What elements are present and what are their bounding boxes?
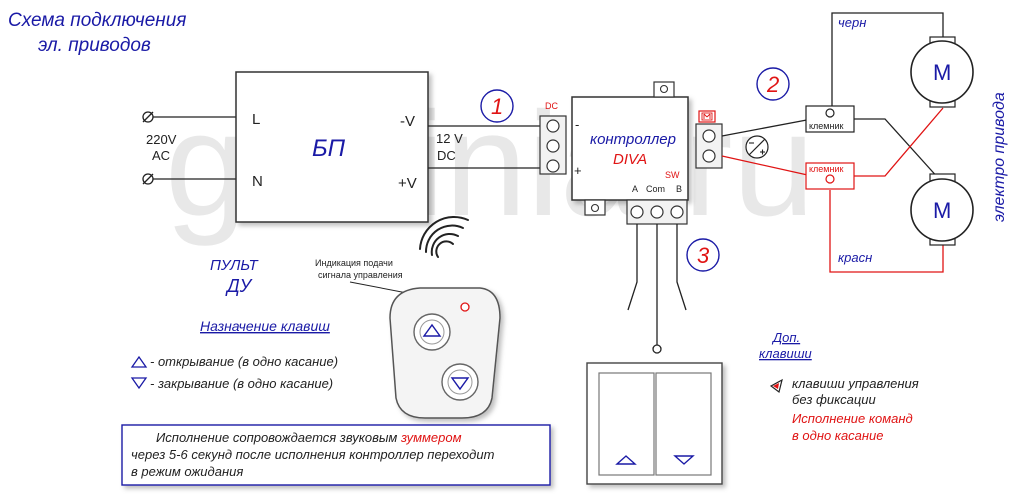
red-wire-label: красн bbox=[838, 250, 872, 265]
controller-plus: + bbox=[574, 163, 582, 178]
actuators-label: электро привода bbox=[991, 92, 1008, 222]
marker-2: 2 bbox=[756, 67, 790, 101]
marker-1: 1 bbox=[480, 89, 514, 123]
note-line3: в режим ожидания bbox=[131, 464, 243, 479]
extra-keys: Доп. клавиши клавиши управления без фикс… bbox=[759, 330, 919, 443]
remote-up-button bbox=[413, 313, 451, 351]
legend-up-icon bbox=[130, 355, 148, 368]
pin-com: Com bbox=[646, 184, 665, 194]
indicator-label-1: Индикация подачи bbox=[315, 258, 393, 268]
extra-keys-heading-1: Доп. bbox=[771, 330, 800, 345]
psu-l-label: L bbox=[252, 111, 260, 128]
wall-switch bbox=[586, 362, 723, 485]
mains-voltage: 220V bbox=[146, 132, 177, 147]
extra-keys-red-2: в одно касание bbox=[792, 428, 884, 443]
motor-icon bbox=[698, 110, 716, 123]
indicator-label-2: сигнала управления bbox=[318, 270, 403, 280]
sw-tag: SW bbox=[665, 170, 680, 180]
psu-box bbox=[235, 71, 429, 223]
extra-keys-desc-2: без фиксации bbox=[792, 392, 876, 407]
svg-text:2: 2 bbox=[766, 72, 779, 97]
remote-control: ПУЛЬТ ДУ Индикация подачи сигнала управл… bbox=[130, 215, 501, 419]
controller-box bbox=[571, 96, 689, 201]
marker-3: 3 bbox=[686, 238, 720, 272]
remote-down-button bbox=[441, 363, 479, 401]
legend-close: - закрывание (в одно касание) bbox=[150, 376, 333, 391]
remote-title-2: ДУ bbox=[225, 276, 253, 296]
dc-tag: DC bbox=[545, 101, 558, 111]
remote-title-1: ПУЛЬТ bbox=[210, 257, 260, 274]
controller-minus: - bbox=[575, 117, 579, 132]
svg-text:M: M bbox=[933, 60, 951, 85]
switch-key-up bbox=[598, 372, 655, 476]
title-line2: эл. приводов bbox=[38, 35, 151, 56]
controller: DC - + контроллер DIVA SW A Com B bbox=[539, 81, 723, 225]
legend-open: - открывание (в одно касание) bbox=[150, 354, 338, 369]
switch-key-down bbox=[655, 372, 712, 476]
switch-junction bbox=[652, 344, 662, 354]
up-triangle-icon bbox=[422, 323, 442, 337]
psu-plus-label: +V bbox=[398, 175, 417, 192]
pin-a: A bbox=[632, 184, 638, 194]
psu-name: БП bbox=[312, 135, 346, 162]
motor-2: M bbox=[910, 173, 974, 246]
info-note: Исполнение сопровождается звуковым зумме… bbox=[121, 424, 551, 486]
controller-label: контроллер bbox=[590, 131, 676, 148]
indicator-led bbox=[460, 302, 470, 312]
title-line1: Схема подключения bbox=[8, 10, 186, 31]
signal-waves-icon bbox=[419, 215, 469, 258]
psu-n-label: N bbox=[252, 173, 263, 190]
extra-keys-heading-2: клавиши bbox=[759, 346, 812, 361]
psu-minus-label: -V bbox=[400, 113, 415, 130]
note-line2: через 5-6 секунд после исполнения контро… bbox=[131, 447, 495, 462]
polarity-symbol bbox=[745, 135, 769, 159]
dc-type: DC bbox=[437, 148, 456, 163]
motor-wiring: клемник клемник черн красн M M электро п… bbox=[721, 12, 1008, 273]
svg-text:1: 1 bbox=[491, 94, 503, 119]
legend-down-icon bbox=[130, 377, 148, 390]
controller-model: DIVA bbox=[613, 151, 647, 168]
extra-keys-red-1: Исполнение команд bbox=[792, 411, 913, 426]
power-supply: L N БП -V +V bbox=[235, 71, 429, 223]
pin-b: B bbox=[676, 184, 682, 194]
switch-wires bbox=[627, 224, 687, 346]
motor-1: M bbox=[910, 36, 974, 108]
down-arrow-icon bbox=[673, 455, 695, 465]
svg-text:M: M bbox=[933, 198, 951, 223]
extra-keys-desc-1: клавиши управления bbox=[792, 376, 919, 391]
note-box bbox=[121, 424, 551, 486]
svg-text:3: 3 bbox=[697, 243, 710, 268]
mains-input: 220V AC bbox=[142, 111, 236, 185]
up-arrow-icon bbox=[615, 455, 637, 465]
terminal-red-label: клемник bbox=[809, 164, 843, 174]
remote-body bbox=[389, 287, 501, 419]
dc-voltage: 12 V bbox=[436, 131, 463, 146]
terminal-black-label: клемник bbox=[809, 121, 843, 131]
terminal-black bbox=[805, 105, 855, 133]
note-line1: Исполнение сопровождается звуковым зумме… bbox=[156, 430, 462, 445]
black-wire-label: черн bbox=[838, 15, 866, 30]
mains-type: AC bbox=[152, 148, 170, 163]
down-triangle-icon bbox=[450, 377, 470, 391]
keys-heading: Назначение клавиш bbox=[200, 318, 330, 334]
